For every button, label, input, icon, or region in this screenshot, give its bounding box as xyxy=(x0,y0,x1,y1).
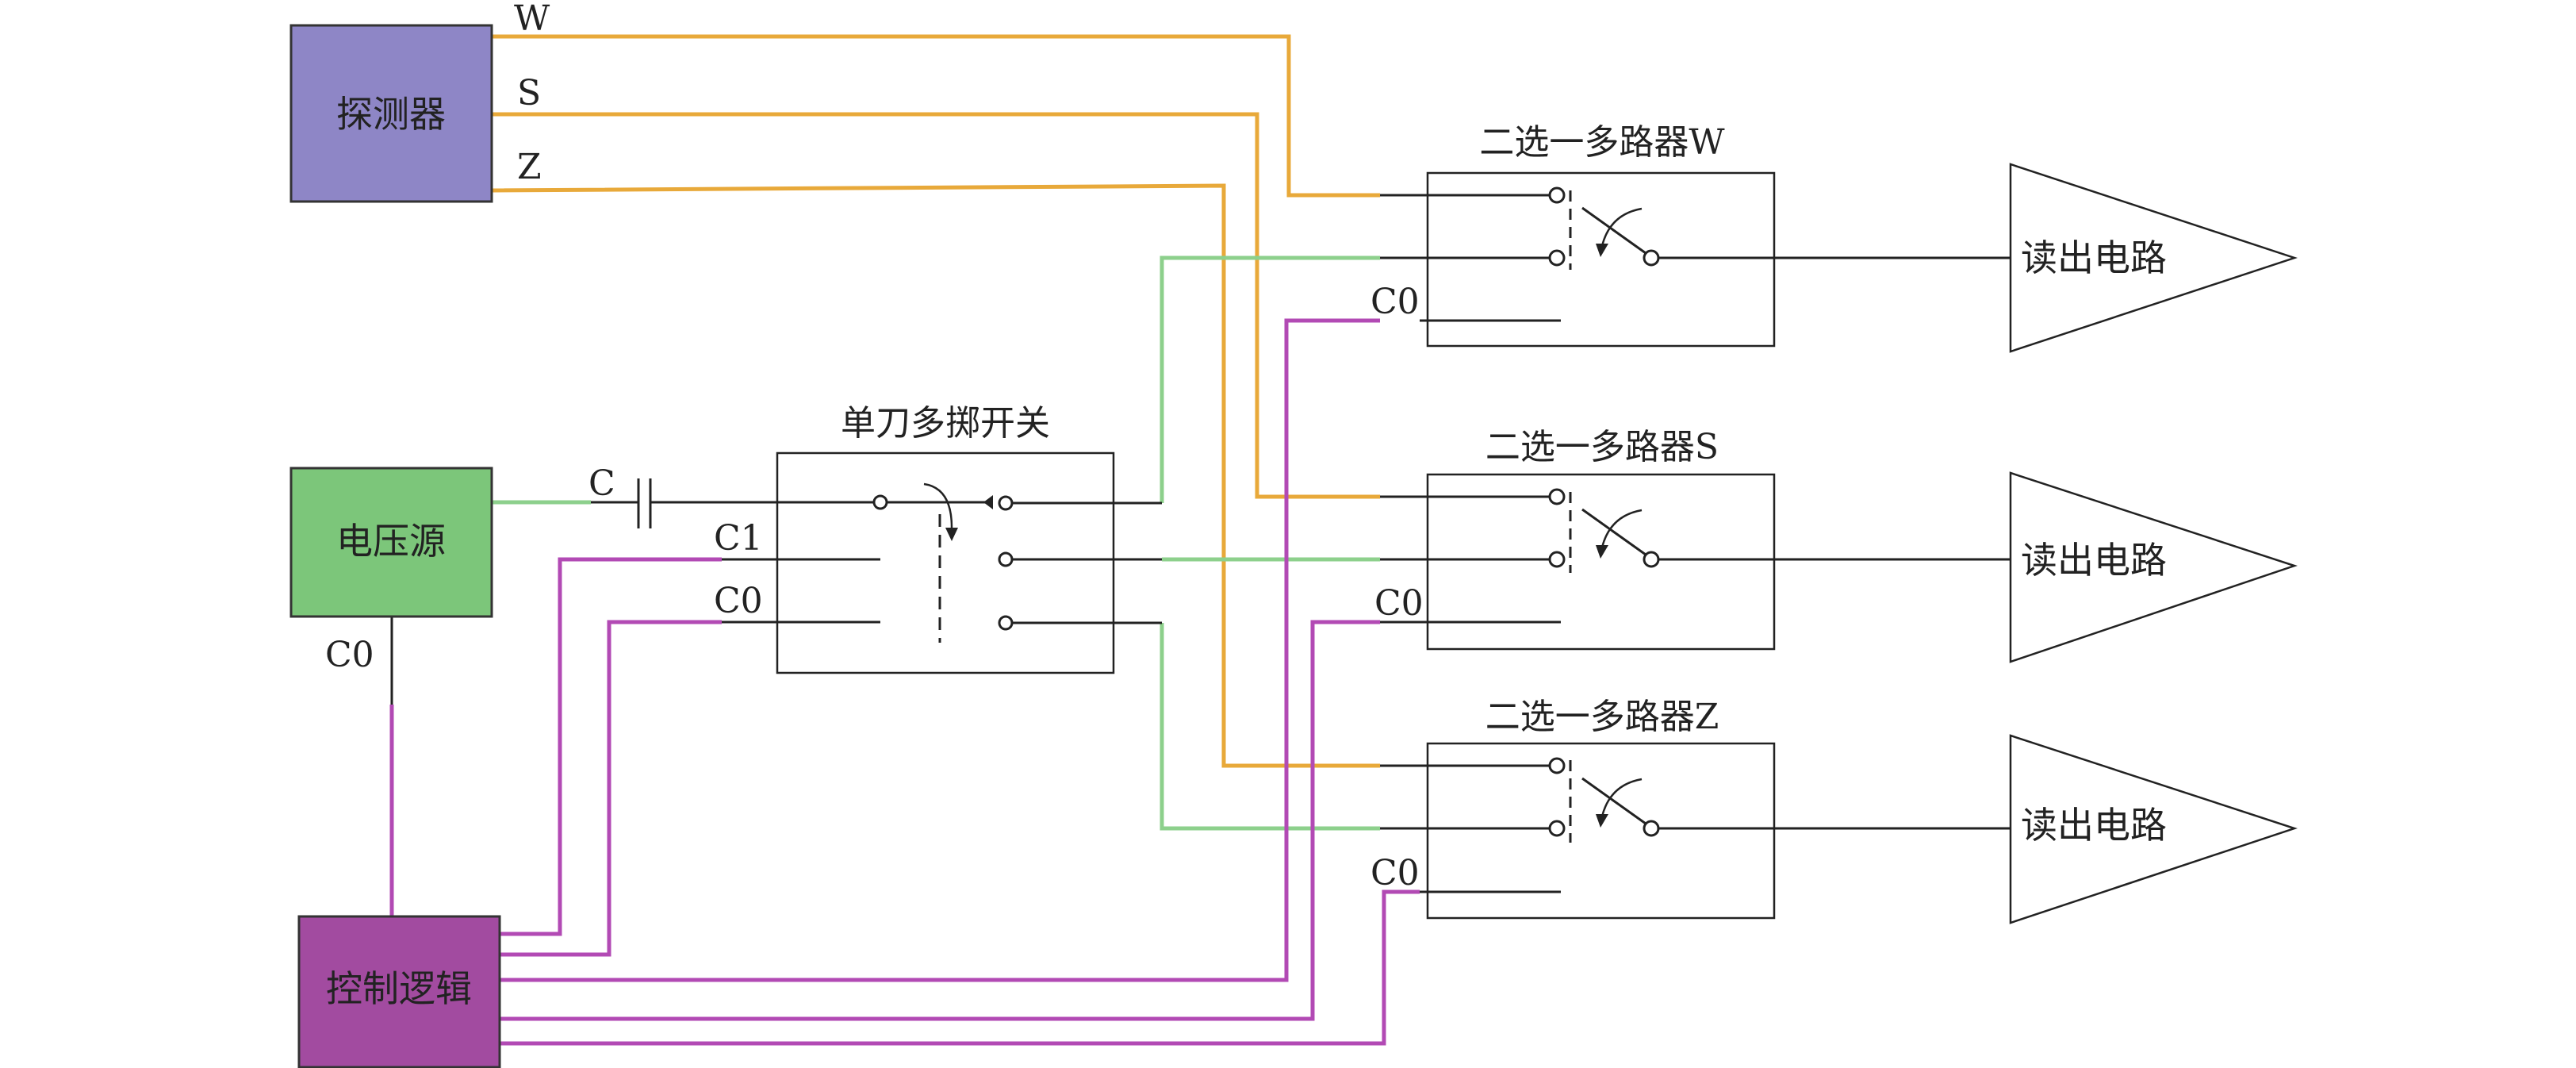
voltage-source-label: 电压源 xyxy=(336,520,446,563)
mux-z-output xyxy=(1643,820,1660,837)
detector-signal-wires xyxy=(491,34,1380,768)
control-logic-block: 控制逻辑 xyxy=(297,915,501,1068)
mux-z-input-2 xyxy=(1548,820,1566,837)
mux-w-title: 二选一多路器W xyxy=(1479,122,1725,163)
readout-s-label: 读出电路 xyxy=(2021,539,2167,582)
mux-w-output xyxy=(1643,249,1660,267)
signal-label-c1: C1 xyxy=(714,518,763,559)
plain-wires xyxy=(390,501,1162,705)
mux-s-input-1 xyxy=(1548,488,1566,505)
signal-label-capacitor: C xyxy=(588,463,615,504)
mux-z-control-label: C0 xyxy=(1370,853,1420,893)
voltage-source-block: 电压源 xyxy=(289,467,493,618)
mux-w: 二选一多路器W C0 xyxy=(1370,122,1824,348)
signal-label-z: Z xyxy=(517,147,542,187)
mux-s-title: 二选一多路器S xyxy=(1485,427,1719,467)
mux-s-output xyxy=(1643,551,1660,568)
switch-rotation-arrow xyxy=(923,482,953,528)
mux-w-input-2 xyxy=(1548,249,1566,267)
readout-s-triangle xyxy=(2009,471,2298,663)
wire-c0-mux-w xyxy=(500,318,1380,982)
signal-label-s: S xyxy=(517,73,541,113)
signal-label-c0-switch: C0 xyxy=(714,581,763,621)
signal-label-w: W xyxy=(514,0,550,39)
detector-label: 探测器 xyxy=(336,93,446,136)
wire-w xyxy=(492,34,1380,198)
wire-c0-mux-z xyxy=(500,889,1420,1046)
wire-switch-to-mux-z xyxy=(1160,623,1380,831)
detector-block: 探测器 xyxy=(289,24,493,203)
mux-z: 二选一多路器Z C0 xyxy=(1370,697,1824,920)
wire-c0-mux-s xyxy=(500,620,1380,1021)
switch-pole-arrowhead xyxy=(983,495,993,509)
mux-w-control-label: C0 xyxy=(1370,282,1420,322)
signal-label-c0-source: C0 xyxy=(325,635,374,675)
mux-w-box xyxy=(1426,171,1776,348)
switch-box xyxy=(776,451,1115,674)
mux-s-control-label: C0 xyxy=(1374,583,1424,624)
mux-s-input-2 xyxy=(1548,551,1566,568)
mux-s: 二选一多路器S C0 xyxy=(1374,427,1824,651)
wire-s xyxy=(492,112,1380,499)
voltage-wires xyxy=(492,255,1380,831)
voltage-source-box xyxy=(289,467,493,618)
detector-box xyxy=(289,24,493,203)
mux-s-box xyxy=(1426,473,1776,651)
control-logic-label: 控制逻辑 xyxy=(326,967,472,1010)
switch-title: 单刀多掷开关 xyxy=(841,403,1050,444)
wire-c1 xyxy=(500,557,722,936)
mux-w-input-1 xyxy=(1548,186,1566,204)
readout-w: 读出电路 xyxy=(2009,163,2298,353)
capacitor xyxy=(591,478,652,528)
mux-z-box xyxy=(1426,742,1776,920)
readout-w-label: 读出电路 xyxy=(2021,236,2167,279)
readout-z: 读出电路 xyxy=(2009,734,2298,924)
switch-throw-2 xyxy=(998,551,1014,567)
wire-switch-to-mux-w xyxy=(1160,255,1380,503)
wire-c0-switch xyxy=(500,620,722,957)
readout-s: 读出电路 xyxy=(2009,471,2298,663)
readout-z-label: 读出电路 xyxy=(2021,804,2167,847)
switch-throw-3 xyxy=(998,615,1014,631)
switch-throw-1 xyxy=(998,495,1014,511)
control-logic-box xyxy=(297,915,501,1068)
control-wires xyxy=(389,318,1420,1046)
switch-pole-contact xyxy=(872,494,888,510)
mux-z-title: 二选一多路器Z xyxy=(1485,697,1719,737)
mux-z-input-1 xyxy=(1548,757,1566,774)
wire-z xyxy=(491,183,1380,768)
spmt-switch: 单刀多掷开关 xyxy=(776,403,1115,674)
